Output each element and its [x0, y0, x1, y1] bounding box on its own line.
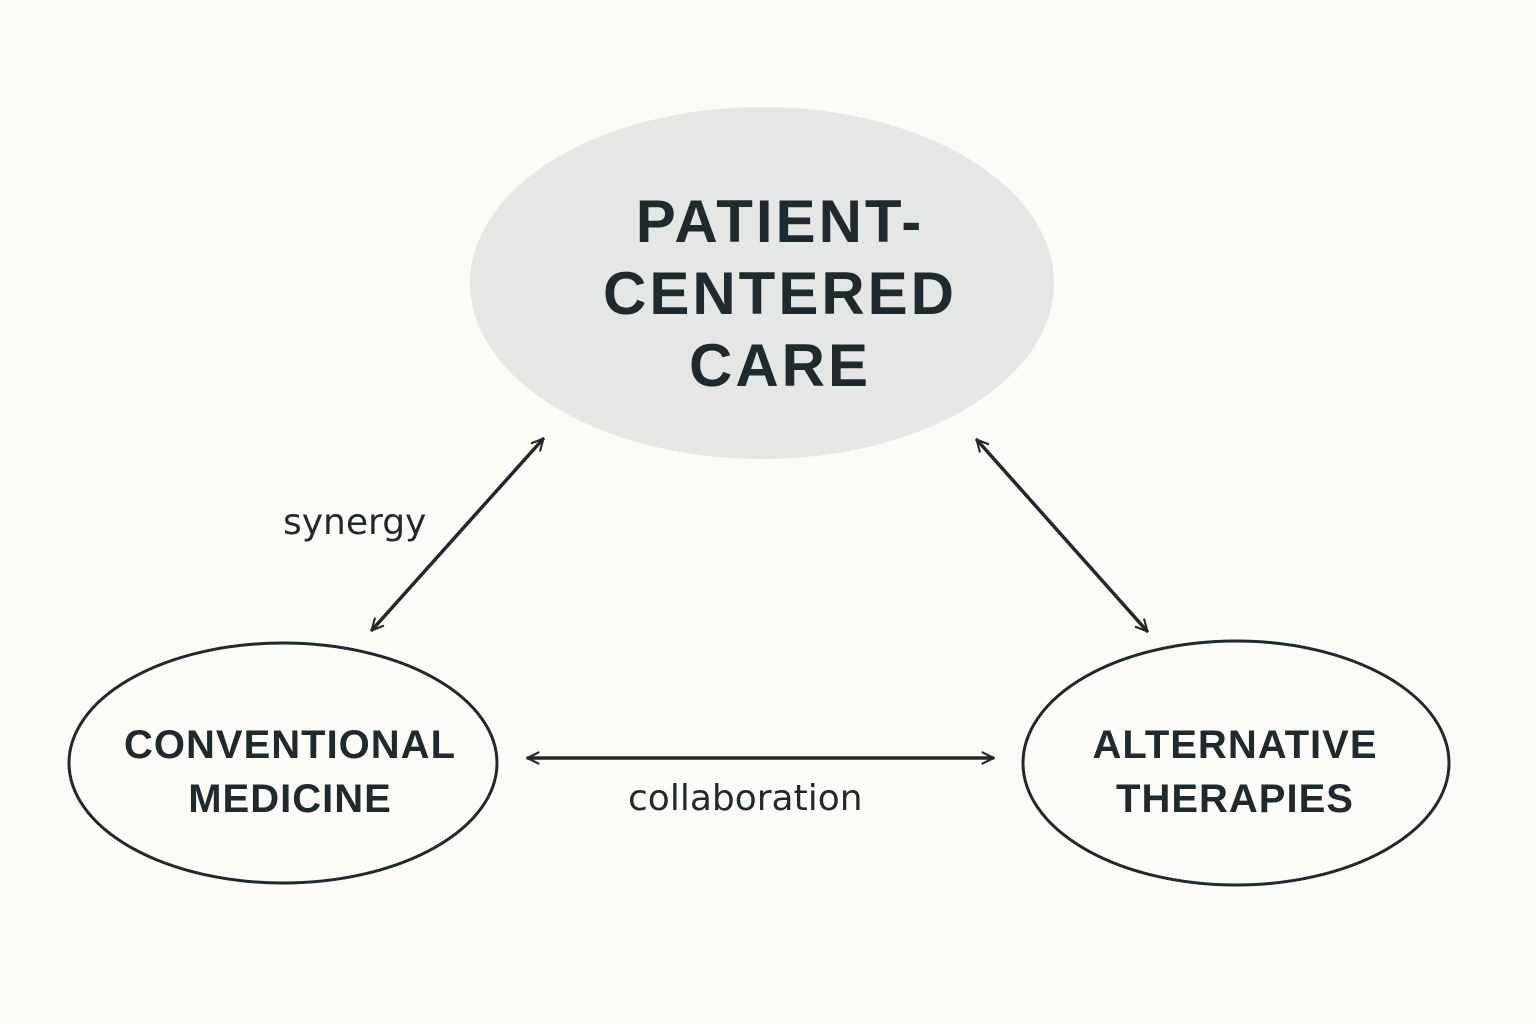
left-node-shape: [67, 641, 499, 885]
synergy-label: synergy: [283, 502, 427, 543]
center-node-label: PATIENT- CENTERED CARE: [602, 188, 958, 399]
center-node-shape: [470, 107, 1054, 459]
right-node-label: ALTERNATIVE THERAPIES: [1092, 723, 1378, 821]
synergy-arrow: [370, 437, 545, 632]
left-node-label: CONVENTIONAL MEDICINE: [124, 723, 456, 821]
right-node-shape: [1021, 639, 1451, 887]
collaboration-label: collaboration: [628, 778, 863, 819]
center-right-arrow: [975, 438, 1149, 633]
